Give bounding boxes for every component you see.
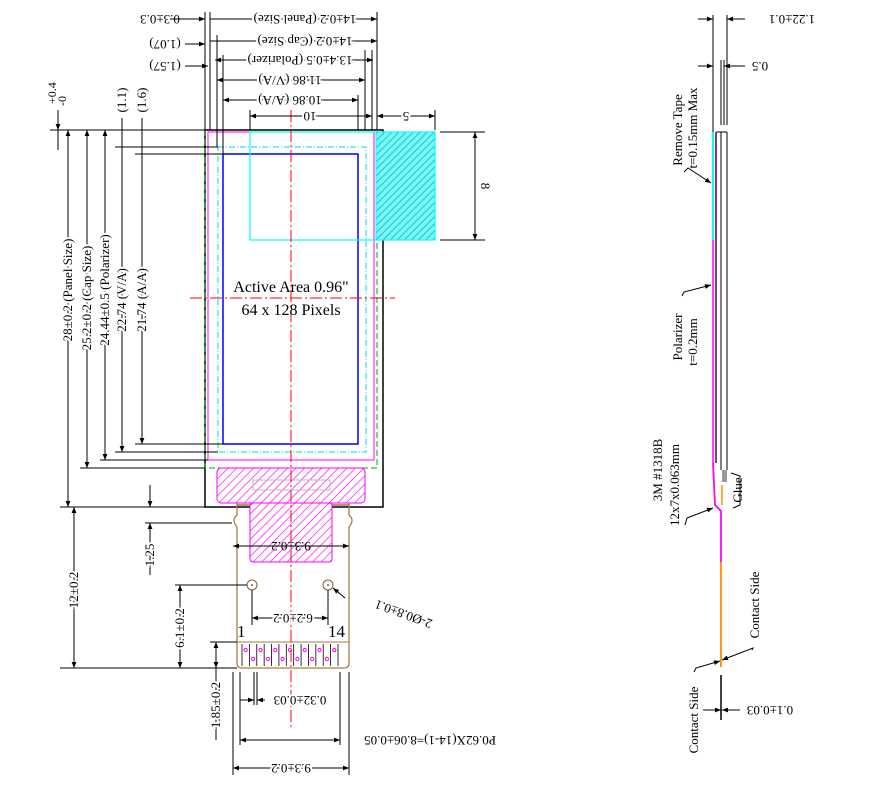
pin-via [258,647,263,653]
dim-pin-width: 0.32±0.03 [274,693,327,708]
dim-aa-offset: (1.6) [134,88,149,113]
dim-polarizer-offset: (1.57) [149,59,180,74]
dim-panel-height: 28±0.2 (Panel Size) [60,239,75,342]
dim-va-width: 11.86 (V/A) [258,73,321,88]
side-view: 1.22±0.1 0.5 Remove Tape t=0.15mm Max Po… [650,12,815,753]
fpc-outline [233,503,353,669]
pixel-resolution-label: 64 x 128 Pixels [241,302,340,319]
dim-glass-thickness: 0.5 [752,59,768,74]
pin-via [317,647,322,653]
dim-cap-offset: (1.07) [149,37,180,52]
dim-fpc-width-upper: 9.3±0.2 [271,539,311,554]
pin-via [265,656,270,662]
dim-aa-height: 21.74 (A/A) [134,268,149,332]
pin-first-label: 1 [237,622,246,641]
dim-pin-pitch: P0.62X(14-1)=8.06±0.05 [364,733,496,748]
polarizer-label: Polarizer [670,313,685,361]
pin-via [243,647,248,653]
dim-panel-width: 14±0.2 (Panel Size) [254,12,357,27]
dim-polarizer-width: 13.4±0.5 (Polarizer) [248,53,353,68]
dim-pin-length: 1.85±0.2 [208,682,223,728]
dim-notch: 1.25 [142,544,157,567]
active-area-label: Active Area 0.96" [233,279,348,296]
pin-via [295,656,300,662]
tape-part-label: 3M #1318B [650,438,665,501]
pin-via [250,656,256,662]
hole-center-mark [251,584,253,586]
top-dimensions: 14±0.2 (Panel Size) 0.3±0.3 14±0.2 (Cap … [140,10,436,154]
pin-via [324,656,330,662]
tolerance-plus: +0.4 [45,82,59,104]
contact-side-right-label: Contact Side [747,571,762,638]
dim-cap-height: 25.2±0.2 (Cap Size) [79,246,94,351]
right-dimensions: 8 [440,131,495,241]
dim-va-offset: (1.1) [114,88,129,113]
dim-cap-width: 14±0.2 (Cap Size) [258,34,353,49]
pin-via [302,647,307,653]
remove-tape-tab [375,131,436,241]
front-view: 1 14 Active Area 0.96" 64 x 128 Pixels [190,110,436,730]
dim-fpc-width-lower: 9.3±0.2 [271,761,311,776]
pin-via [287,647,293,653]
fpc-pins [241,644,339,666]
dim-tape-width: 10 [304,109,317,124]
dim-aa-width: 10.86 (A/A) [258,93,322,108]
fpc-bend-tape [712,462,722,562]
pin-via [280,656,285,662]
dim-panel-offset: 0.3±0.3 [140,12,180,27]
pin-via [332,647,337,653]
dim-tape-tab: 5 [403,109,410,124]
dim-hole-pitch: 6.2±0.2 [273,611,313,626]
bottom-dimensions: 9.3±0.2 6.2±0.2 2-Ø0.8±0.1 0.32±0.03 P0.… [232,539,498,778]
dim-va-height: 22.74 (V/A) [114,268,129,332]
glue-label: Glue [730,477,745,503]
dim-polarizer-height: 24.44±0.5 (Polarizer) [97,234,112,345]
dim-fpc-length: 12±0.2 [66,572,81,608]
pin-via [273,647,278,653]
dim-hole-diameter: 2-Ø0.8±0.1 [373,597,434,632]
hole-center-mark [327,584,329,586]
glue [722,470,727,482]
remove-tape-label: Remove Tape [670,94,685,166]
remove-tape-thickness-label: t=0.15mm Max [685,87,700,168]
cap-outline [217,146,367,453]
dim-tape-height: 8 [478,183,493,190]
contact-side-left-label: Contact Side [686,686,701,753]
dim-total-thickness: 1.22±0.1 [769,12,815,27]
tape-size-label: 12x7x0.063mm [667,444,682,526]
dim-fpc-thickness: 0.1±0.03 [747,703,793,718]
dim-hole-to-edge: 6.1±0.2 [172,608,187,648]
tolerance-minus: -0 [55,96,69,106]
pin-last-label: 14 [328,622,346,641]
polarizer-thickness-label: t=0.2mm [685,318,700,365]
pin-via [310,656,315,662]
left-dimensions: +0.4 -0 (1.1) (1.6) 28±0.2 (Panel Size) … [45,82,247,740]
